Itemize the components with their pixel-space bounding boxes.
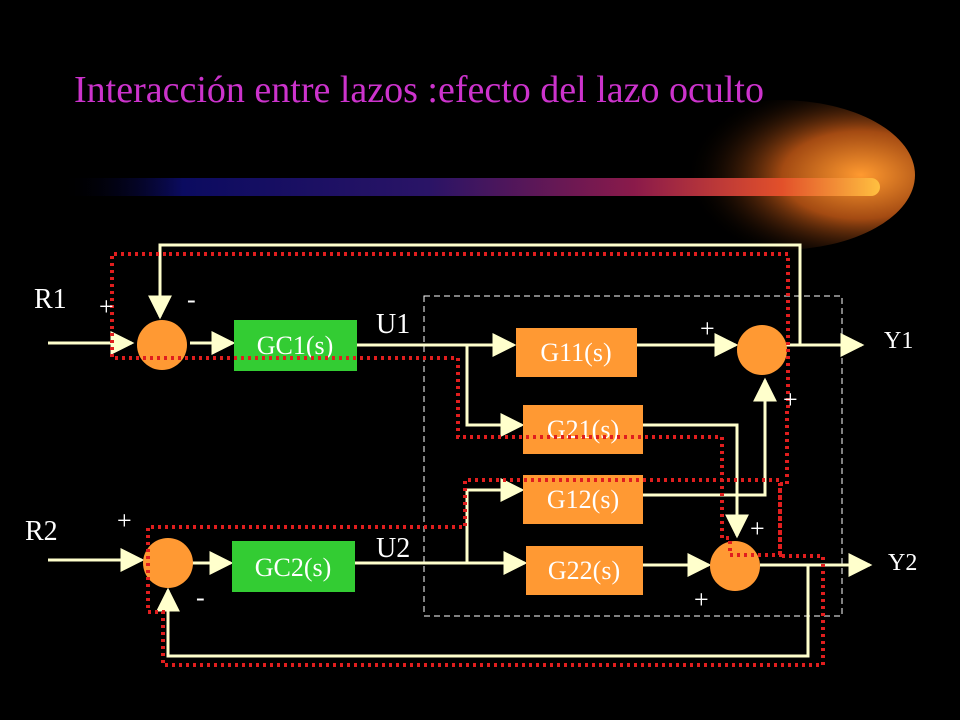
g21-to-s4-arrow xyxy=(643,423,749,539)
g12-label: G12(s) xyxy=(547,485,619,514)
slide-title: Interacción entre lazos :efecto del lazo… xyxy=(74,69,764,111)
summing-junction-2 xyxy=(143,538,193,588)
g11-block xyxy=(516,328,637,377)
gc2-block xyxy=(232,541,355,592)
g11-label: G11(s) xyxy=(540,338,611,367)
y1-from-g12-sign: + xyxy=(783,385,798,414)
y2-from-g22-sign: + xyxy=(694,585,709,614)
y1-label: Y1 xyxy=(884,328,913,354)
gc1-block xyxy=(234,320,357,371)
output-junction-y1 xyxy=(737,325,787,375)
r1-label: R1 xyxy=(34,284,67,315)
y1-from-g11-sign: + xyxy=(700,314,715,343)
u1-label: U1 xyxy=(376,309,410,340)
y2-label: Y2 xyxy=(888,550,917,576)
y1-feedback-arrow xyxy=(148,243,802,345)
s2-fb-sign: - xyxy=(196,583,205,612)
g12-to-s3-arrow xyxy=(643,377,777,497)
g22-label: G22(s) xyxy=(548,556,620,585)
s1-ref-sign: + xyxy=(99,292,114,321)
g12-block xyxy=(523,475,643,524)
y2-from-g21-sign: + xyxy=(750,514,765,543)
signal-lines xyxy=(48,243,873,658)
r2-label: R2 xyxy=(25,516,58,547)
u1-to-g21-arrow xyxy=(465,345,525,437)
u2-label: U2 xyxy=(376,533,410,564)
s2-ref-sign: + xyxy=(117,506,132,535)
g21-block xyxy=(523,405,643,454)
g22-block xyxy=(526,546,643,595)
s1-fb-sign: - xyxy=(187,285,196,314)
summing-junction-1 xyxy=(137,320,187,370)
gc2-label: GC2(s) xyxy=(255,553,332,582)
gc1-label: GC1(s) xyxy=(257,331,334,360)
output-junction-y2 xyxy=(710,541,760,591)
process-boundary xyxy=(423,295,843,617)
y2-feedback-arrow xyxy=(156,565,810,658)
u2-to-g12-arrow xyxy=(465,478,525,563)
g21-label: G21(s) xyxy=(547,415,619,444)
hidden-loop-path xyxy=(110,252,825,667)
